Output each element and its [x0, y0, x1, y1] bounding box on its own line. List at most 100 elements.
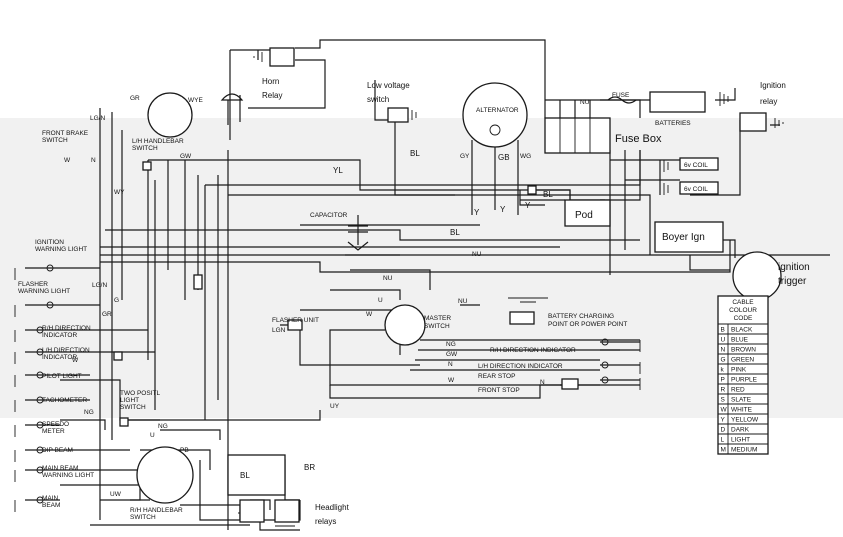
capacitor-label: CAPACITOR	[310, 212, 348, 219]
wire-code: BR	[304, 463, 315, 472]
alternator-circle	[462, 82, 528, 148]
wire-code: NU	[472, 251, 482, 258]
coil-2-label: 6v COIL	[684, 186, 708, 193]
wire-code: NU	[458, 298, 468, 305]
rh-indicator-label: R/H DIRECTION INDICATOR	[490, 347, 576, 354]
colour-code-letter: M	[721, 447, 726, 454]
colour-code-letter: R	[721, 387, 726, 394]
flasher-unit-box	[287, 319, 303, 331]
wire-code: BL	[410, 149, 420, 158]
wire-code: UY	[330, 403, 340, 410]
wire-code: W	[72, 357, 79, 364]
wire-code: YL	[333, 166, 343, 175]
wire-code: NU	[580, 99, 590, 106]
bl-block	[227, 454, 286, 496]
wire-code: GB	[498, 153, 510, 162]
lh-handlebar-switch-circle	[147, 92, 193, 138]
colour-code-letter: k	[721, 367, 725, 374]
colour-code-letter: Y	[721, 417, 726, 424]
coil-1-box	[679, 157, 719, 171]
capacitor-symbol	[347, 225, 369, 251]
battery-charging-box	[509, 311, 535, 325]
wire-code: WY	[114, 189, 125, 196]
wire-code: GW	[446, 351, 458, 358]
connector-block	[113, 351, 123, 361]
wire-code: LG/N	[92, 282, 107, 289]
wire-code: LGN	[272, 327, 286, 334]
wire-code: N	[540, 379, 545, 386]
wire-code: LG/N	[90, 115, 105, 122]
wire-code: GW	[180, 153, 192, 160]
boyer-ign-box	[654, 221, 724, 253]
wire-code: G	[114, 297, 119, 304]
colour-code-name: BLACK	[731, 327, 753, 334]
ignition-relay-box	[739, 112, 767, 132]
wire-code: NU	[383, 275, 393, 282]
wire-code: GR	[102, 311, 112, 318]
colour-code-name: YELLOW	[731, 417, 759, 424]
left-label: DIP BEAM	[42, 447, 73, 454]
ignition-trigger-circle	[732, 251, 782, 301]
wire-code-labels: GR WYE LG/N W N GW WY YL BL GY GB WG BL …	[64, 95, 590, 498]
wire-harness	[25, 39, 830, 531]
wire-code: Y	[500, 205, 506, 214]
wire-code: N	[91, 157, 96, 164]
colour-code-letter: L	[721, 437, 725, 444]
wire-code: N	[448, 361, 453, 368]
colour-code-name: RED	[731, 387, 745, 394]
wire-code: BL	[543, 190, 553, 199]
wire-code: BL	[450, 228, 460, 237]
wire-code: W	[448, 377, 455, 384]
coil-1-label: 6v COIL	[684, 162, 708, 169]
master-switch-circle	[384, 304, 426, 346]
pod-connector	[527, 185, 537, 195]
pod-box	[564, 199, 611, 227]
ground-symbols	[14, 52, 784, 531]
wire-code: UW	[110, 491, 122, 498]
low-voltage-switch-box	[387, 107, 409, 123]
left-label: TACHOMETER	[42, 397, 87, 404]
pod-label: Pod	[575, 210, 593, 221]
fuse-box	[544, 117, 611, 154]
fuse-box-label: Fuse Box	[615, 133, 662, 145]
colour-code-name: LIGHT	[731, 437, 750, 444]
connector-block	[119, 417, 129, 427]
colour-code-name: GREEN	[731, 357, 754, 364]
colour-code-letter: W	[721, 407, 728, 414]
coil-2-box	[679, 181, 719, 195]
fuse-label: FUSE	[612, 92, 630, 99]
wire-code: NG	[158, 423, 168, 430]
batteries-box	[649, 91, 706, 113]
headlight-relay-2	[274, 499, 300, 523]
wire-code: PB	[180, 447, 189, 454]
wire-code: GY	[460, 153, 470, 160]
wire-code: Y	[474, 208, 480, 217]
wire-code: Y	[525, 201, 531, 210]
colour-code-name: BLUE	[731, 337, 749, 344]
wire-code: NG	[446, 341, 456, 348]
lamp-symbols	[36, 264, 609, 504]
wire-code: WG	[520, 153, 531, 160]
wire-code: GR	[130, 95, 140, 102]
boyer-ign-label: Boyer Ign	[662, 232, 705, 243]
